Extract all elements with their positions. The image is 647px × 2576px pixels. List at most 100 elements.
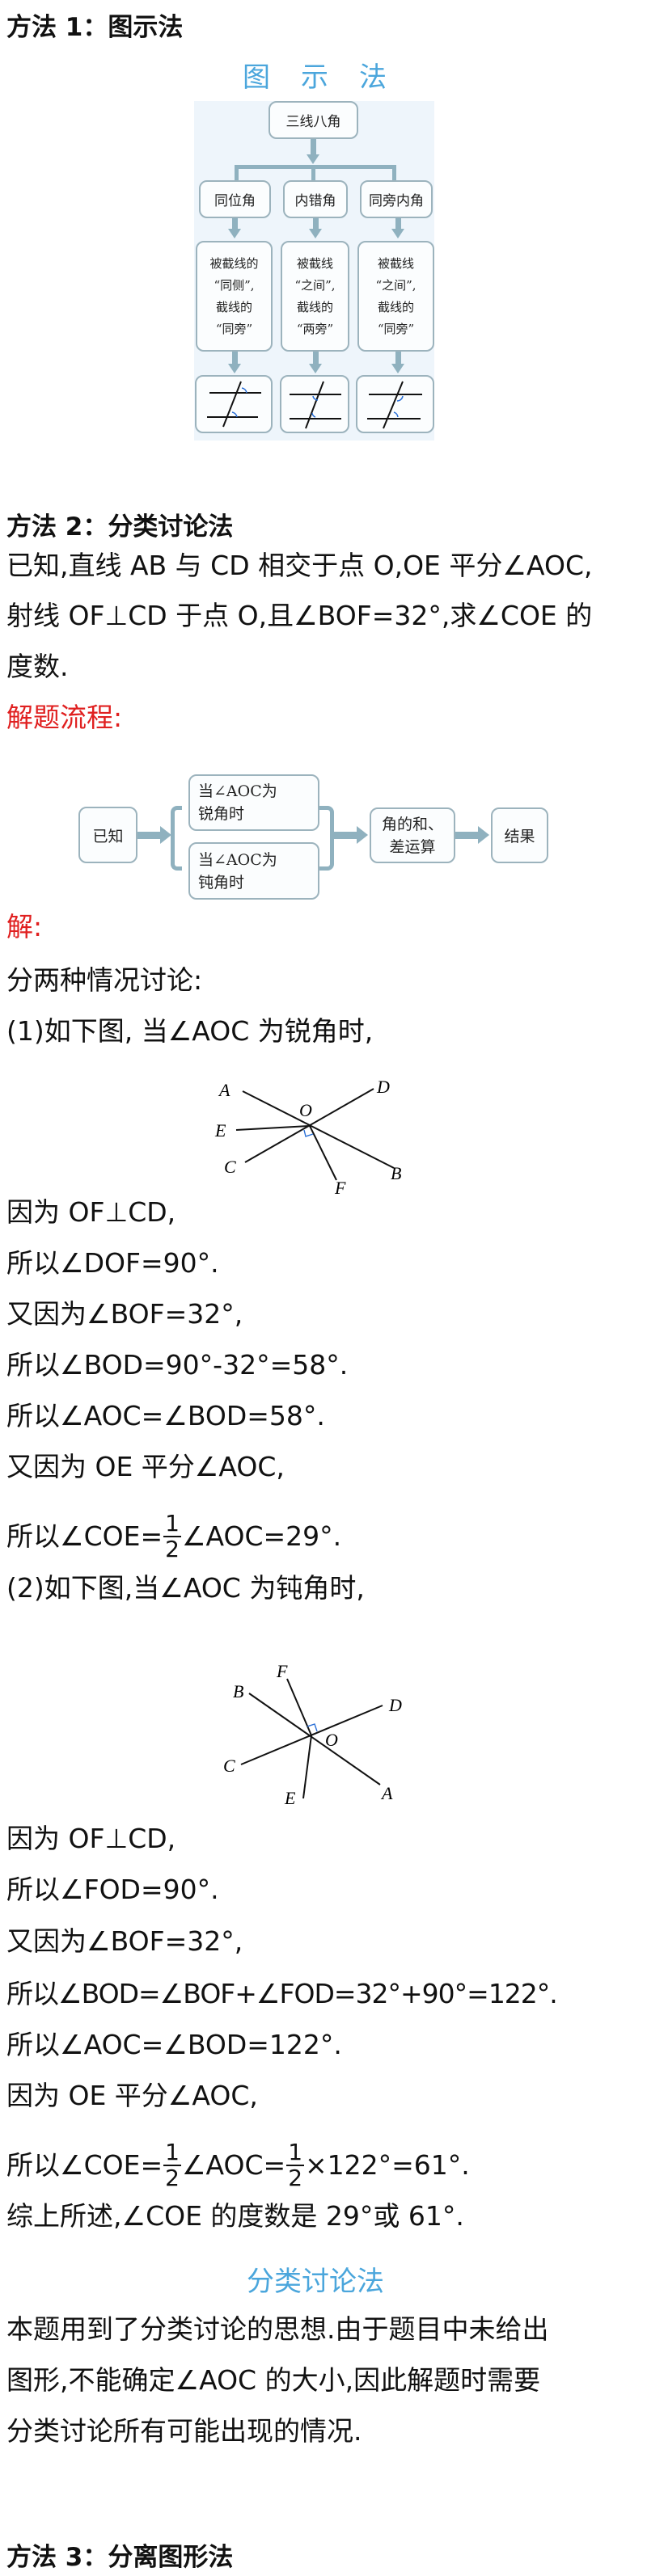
equation-prefix: 所以∠COE= [6,1520,163,1552]
parallel-lines-icon [207,381,261,428]
equation-middle: ∠AOC= [181,2149,286,2181]
branch-stem [311,165,315,181]
arrow-shaft [311,139,316,157]
solution-intro: 分两种情况讨论: [6,964,203,996]
flow-start-label: 已知 [92,827,124,845]
case1-step: 所以∠AOC=∠BOD=58°. [6,1400,325,1431]
fraction-one-half: 1 2 [163,1511,181,1562]
case2-step: 因为 OF⊥CD, [6,1823,176,1854]
point-label-a: A [380,1783,393,1803]
arrow-shaft [455,832,480,839]
category-name: 同旁内角 [369,193,424,209]
summary-title: 分类讨论法 [247,2266,384,2298]
category-box-corresponding: 同位角 [199,180,271,218]
case1-heading: (1)如下图, 当∠AOC 为锐角时, [6,1015,374,1047]
flow-start-box: 已知 [78,807,137,863]
problem-line: 已知,直线 AB 与 CD 相交于点 O,OE 平分∠AOC, [6,550,593,581]
flow-case-line: 锐角时 [198,805,245,823]
fraction-denominator: 2 [288,2165,303,2191]
equation-prefix: 所以∠COE= [6,2149,163,2181]
branch-stem [235,165,239,181]
case2-step: 所以∠BOD=∠BOF+∠FOD=32°+90°=122°. [6,1978,558,2009]
summary-line: 分类讨论所有可能出现的情况. [6,2415,362,2447]
equation-suffix: ×122°=61°. [305,2149,470,2181]
branch-stem [392,165,396,181]
description-line: 被截线的 [209,255,259,271]
problem-line: 度数. [6,651,69,682]
obtuse-angle-figure: B F D O C E A [223,1661,402,1808]
flow-case-line: 当∠AOC为 [198,850,277,869]
arrow-down-icon [309,229,322,238]
arrow-shaft [395,352,401,365]
method3-heading: 方法 3：分离图形法 [6,2543,234,2572]
point-label-b: B [233,1681,243,1701]
flow-case-acute-box: 当∠AOC为 锐角时 [188,774,319,831]
arrow-down-icon [391,364,404,373]
fraction-numerator: 1 [286,2139,305,2166]
fraction-numerator: 1 [163,1510,181,1537]
arrow-right-icon [357,826,368,844]
arrow-shaft [232,218,238,230]
arrow-shaft [334,832,358,839]
arrow-down-icon [307,154,319,164]
case2-heading: (2)如下图,当∠AOC 为钝角时, [6,1572,365,1604]
summary-line: 本题用到了分类讨论的思想.由于题目中未给出 [6,2313,549,2345]
arrow-shaft [395,218,401,230]
flow-operation-box: 角的和、 差运算 [370,807,455,863]
equation-suffix: ∠AOC=29°. [181,1520,342,1552]
case1-step: 所以∠BOD=90°-32°=58°. [6,1349,349,1381]
arrow-down-icon [391,229,404,238]
case1-step: 又因为∠BOF=32°, [6,1298,243,1330]
point-label-e: E [284,1788,296,1808]
corresponding-angles-figure [195,375,273,433]
fraction-denominator: 2 [165,2165,180,2191]
category-box-alternate: 内错角 [283,180,348,218]
category-box-consecutive: 同旁内角 [360,180,433,218]
description-line: 截线的 [296,299,333,314]
description-line: 截线的 [377,299,414,314]
point-label-c: C [223,1756,235,1776]
case2-step: 所以∠FOD=90°. [6,1874,219,1905]
diagram-root-box: 三线八角 [269,101,358,139]
arrow-shaft [313,218,319,230]
case2-step: 又因为∠BOF=32°, [6,1925,243,1957]
fraction-one-half: 1 2 [163,2140,181,2190]
fraction-denominator: 2 [165,1536,180,1562]
summary-line: 图形,不能确定∠AOC 的大小,因此解题时需要 [6,2364,541,2396]
description-line: 被截线 [377,255,414,271]
solution-flow-label: 解题流程: [6,702,123,733]
case1-step: 又因为 OE 平分∠AOC, [6,1451,285,1482]
case1-final-step: 所以∠COE= 1 2 ∠AOC=29°. [6,1511,341,1562]
flow-case-obtuse-box: 当∠AOC为 钝角时 [188,842,319,900]
description-line: 被截线 [296,255,333,271]
parallel-lines-icon [367,381,422,429]
category-description-box: 被截线 “之间”, 截线的 “两旁” [281,241,349,352]
case2-step: 所以∠AOC=∠BOD=122°. [6,2029,342,2060]
diagram-title: 图 示 法 [243,61,388,94]
arrow-shaft [313,352,319,365]
flow-operation-line: 角的和、 [381,815,443,833]
alternate-angles-figure [280,375,349,433]
point-label-o: O [299,1100,312,1120]
arrow-down-icon [228,229,241,238]
description-line: “同旁” [377,321,415,336]
point-label-d: D [376,1077,390,1097]
method2-heading: 方法 2：分类讨论法 [6,512,234,542]
case-bracket-left [171,806,182,871]
category-description-box: 被截线的 “同侧”, 截线的 “同旁” [196,241,273,352]
description-line: “同旁” [215,321,253,336]
category-description-box: 被截线 “之间”, 截线的 “同旁” [357,241,434,352]
parallel-lines-icon [290,381,341,429]
solution-label: 解: [6,911,43,942]
case-bracket-right [319,806,334,871]
flow-operation-line: 差运算 [389,837,436,856]
point-label-b: B [391,1163,401,1183]
case1-step: 所以∠DOF=90°. [6,1247,219,1279]
point-label-o: O [325,1730,338,1750]
acute-angle-figure: A D O E C B F [214,1077,401,1196]
point-label-a: A [218,1080,230,1100]
category-name: 内错角 [294,193,336,209]
description-line: “同侧”, [214,277,255,293]
point-label-f: F [334,1178,346,1196]
case2-final-step: 所以∠COE= 1 2 ∠AOC= 1 2 ×122°=61°. [6,2140,470,2190]
